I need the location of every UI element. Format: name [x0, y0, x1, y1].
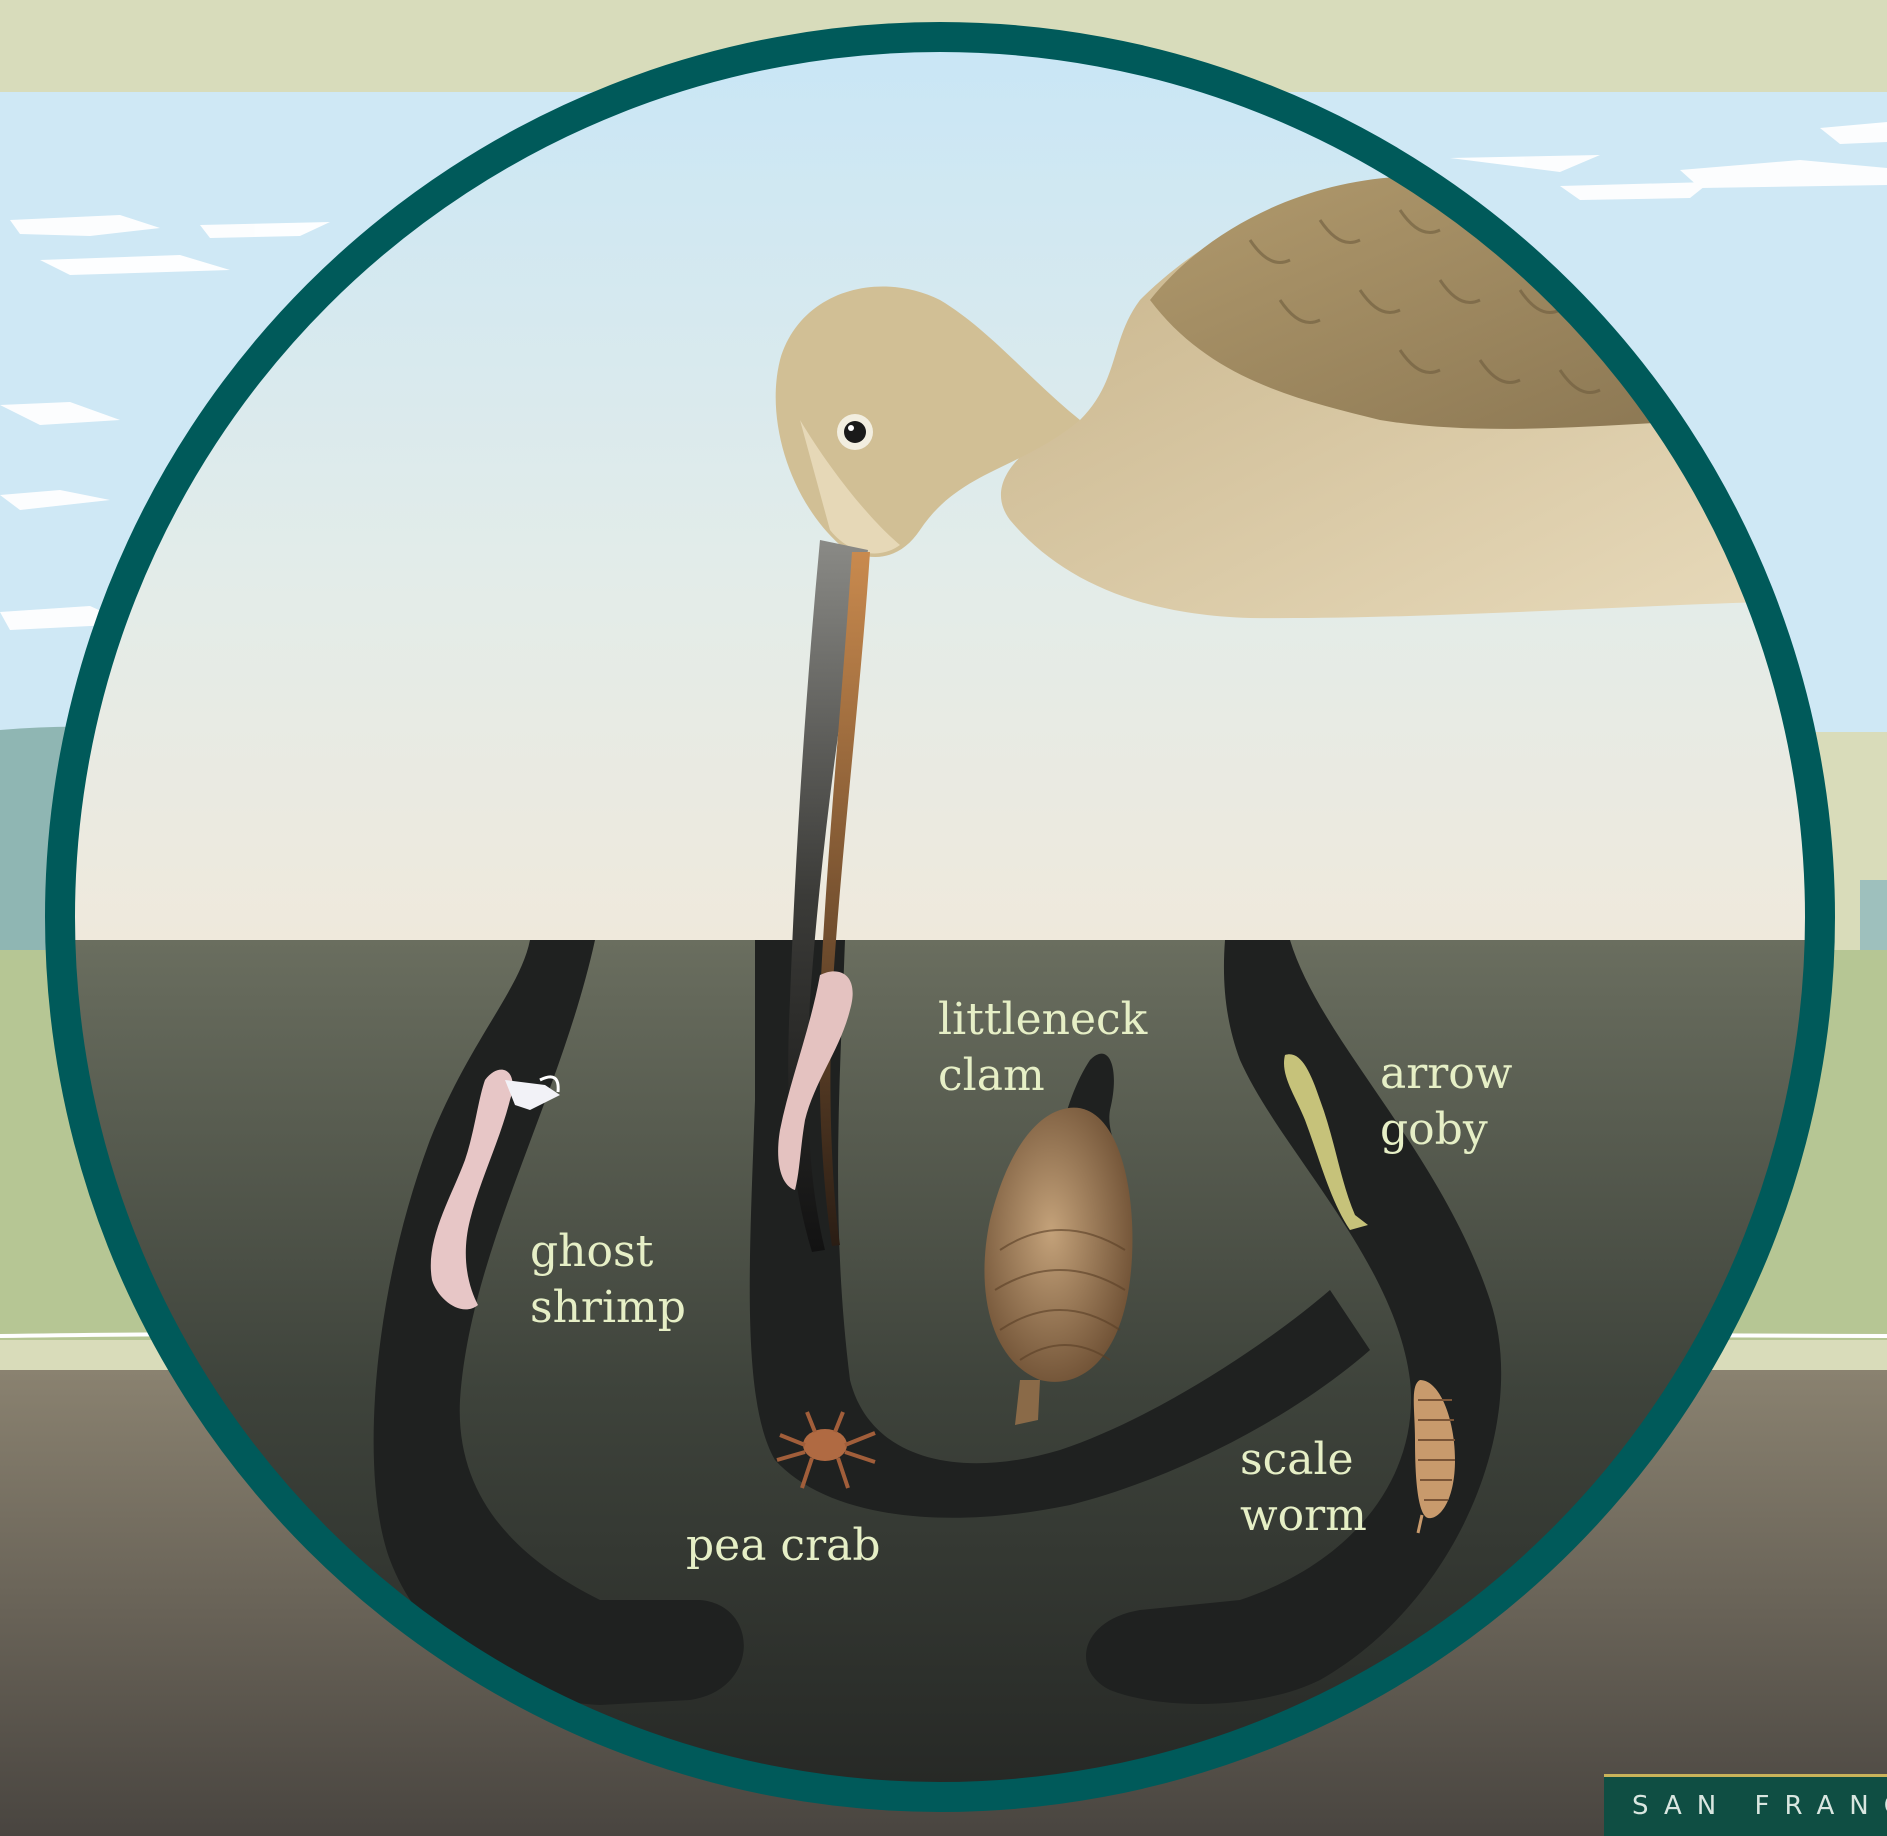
label-goby-line2: goby	[1380, 1104, 1488, 1155]
label-worm-line1: scale	[1240, 1434, 1354, 1485]
footer-text: SAN FRANC	[1632, 1791, 1887, 1821]
label-goby-line1: arrow	[1380, 1048, 1513, 1099]
label-pea-crab: pea crab	[686, 1520, 881, 1571]
footer-banner: SAN FRANC	[1604, 1774, 1887, 1836]
label-ghost-line2: shrimp	[530, 1282, 686, 1333]
label-ghost-line1: ghost	[530, 1226, 654, 1277]
label-clam-line1: littleneck	[938, 994, 1148, 1045]
label-clam-line2: clam	[938, 1050, 1045, 1101]
label-worm-line2: worm	[1240, 1490, 1367, 1541]
